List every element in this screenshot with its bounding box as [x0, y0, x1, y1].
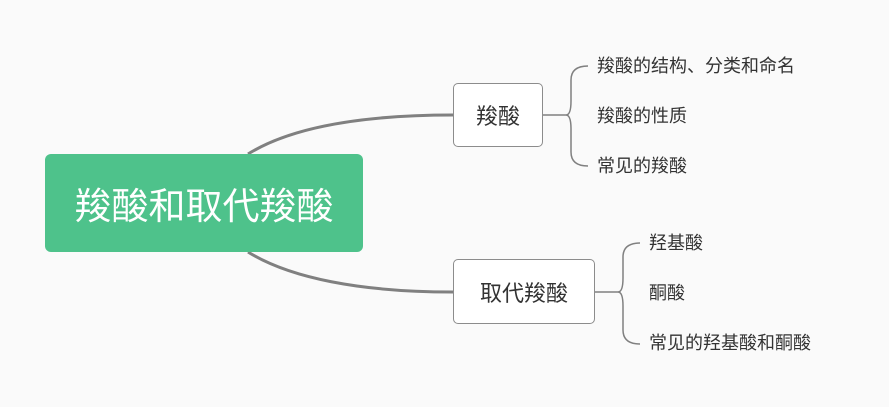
leaf-node[interactable]: 羧酸的性质 [597, 106, 687, 127]
leaf-node[interactable]: 常见的羟基酸和酮酸 [649, 333, 811, 354]
branch-label: 取代羧酸 [479, 281, 568, 307]
bracket-branch-2 [595, 242, 641, 345]
branch-node-substituted-carboxylic-acid[interactable]: 取代羧酸 [453, 259, 595, 324]
connector-root-branch-1 [247, 113, 454, 156]
bracket-branch-1 [543, 65, 589, 167]
leaf-node[interactable]: 羟基酸 [649, 233, 703, 254]
leaf-node[interactable]: 羧酸的结构、分类和命名 [597, 56, 795, 77]
root-node[interactable]: 羧酸和取代羧酸 [45, 154, 363, 252]
leaf-node[interactable]: 酮酸 [649, 283, 685, 304]
root-label: 羧酸和取代羧酸 [74, 185, 334, 228]
connector-root-branch-2 [247, 250, 454, 294]
branch-node-carboxylic-acid[interactable]: 羧酸 [453, 83, 543, 147]
leaf-node[interactable]: 常见的羧酸 [597, 156, 687, 177]
branch-label: 羧酸 [475, 105, 520, 130]
